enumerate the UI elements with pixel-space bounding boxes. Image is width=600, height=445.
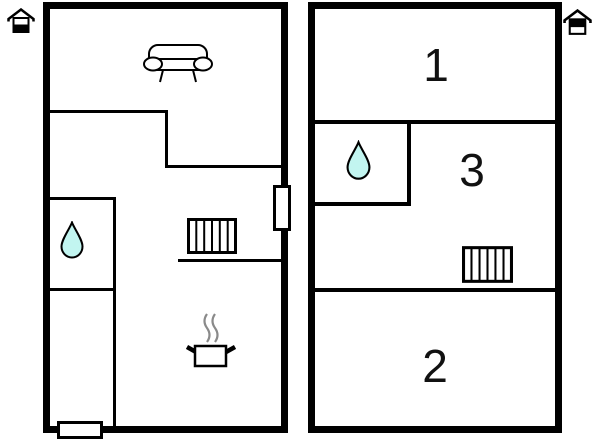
water-drop-icon	[60, 221, 84, 259]
wall-interior	[315, 202, 411, 206]
wall-interior	[165, 110, 168, 168]
wall-interior	[407, 120, 411, 206]
door-window-right	[273, 185, 291, 231]
wall-outer-right	[555, 2, 562, 433]
wall-interior	[113, 197, 116, 426]
room-3-label: 3	[459, 144, 485, 196]
wall-outer-left	[43, 2, 50, 433]
room-2-label: 2	[422, 340, 448, 392]
wall-outer-bottom	[43, 426, 288, 433]
wall-outer-bottom	[308, 426, 562, 433]
radiator-icon	[462, 246, 513, 283]
house-ground-floor-icon	[7, 8, 35, 36]
wall-interior	[50, 110, 168, 113]
wall-interior	[50, 197, 116, 200]
water-drop-icon	[346, 140, 371, 181]
wall-interior	[165, 165, 281, 168]
wall-interior	[315, 288, 555, 292]
room-1-label: 1	[423, 39, 449, 91]
wall-outer-top	[308, 2, 562, 9]
wall-interior	[178, 259, 281, 262]
wall-outer-left	[308, 2, 315, 433]
house-upper-floor-icon	[563, 9, 592, 38]
wall-interior	[50, 288, 113, 291]
radiator-icon	[187, 218, 237, 254]
sofa-icon	[143, 40, 213, 85]
wall-outer-top	[43, 2, 288, 9]
wall-interior	[315, 120, 555, 124]
stove-icon	[186, 312, 236, 368]
window-bottom	[57, 421, 103, 439]
